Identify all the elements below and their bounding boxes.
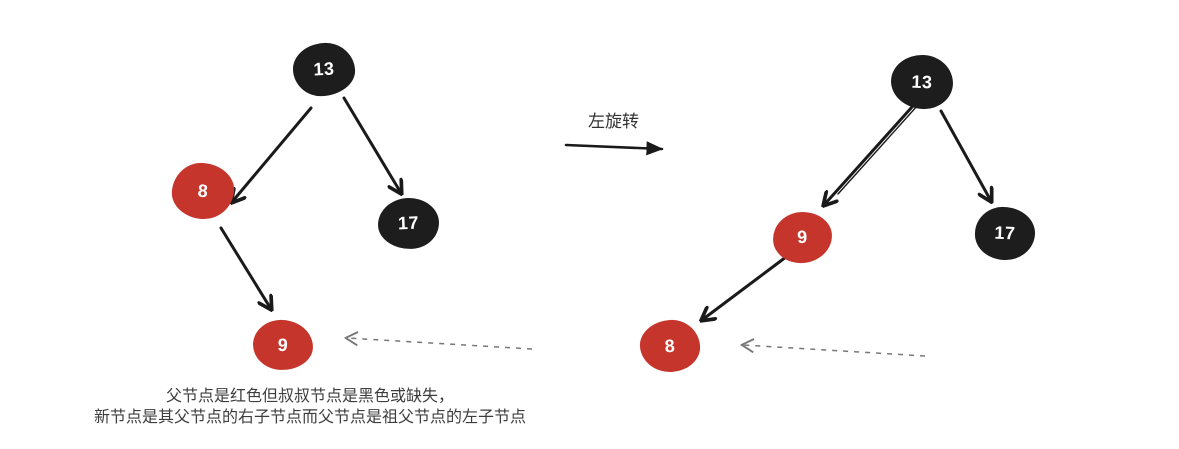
edge-before-13-to-8 (232, 106, 313, 202)
dashed-arrow-to-node-8-after (743, 345, 926, 357)
rule-caption: 父节点是红色但叔叔节点是黑色或缺失， 新节点是其父节点的右子节点而父节点是祖父节… (40, 386, 580, 428)
rule-caption-line2: 新节点是其父节点的右子节点而父节点是祖父节点的左子节点 (93, 409, 526, 426)
edge-before-8-to-9 (219, 226, 271, 309)
left-rotation-label: 左旋转 (588, 112, 639, 131)
tree-node-value: 8 (197, 180, 209, 201)
dashed-arrow-to-node-9-before (347, 338, 533, 350)
tree-node-value: 17 (397, 212, 420, 234)
tree-node-value: 9 (277, 334, 289, 355)
edge-after-13-to-17 (939, 109, 991, 201)
edge-after-9-to-8 (702, 255, 788, 320)
tree-node-value: 13 (312, 58, 335, 80)
edge-before-13-to-17 (342, 96, 401, 193)
tree-node-value: 9 (796, 226, 809, 248)
edge-after-13-to-9-overdraw (837, 104, 919, 195)
tree-node-value: 17 (994, 222, 1016, 244)
edge-after-13-to-9 (824, 105, 914, 205)
left-rotation-arrow (564, 141, 664, 156)
rule-caption-line1: 父节点是红色但叔叔节点是黑色或缺失， (165, 388, 454, 405)
tree-node-value: 13 (911, 71, 933, 92)
tree-node-value: 8 (664, 335, 676, 356)
